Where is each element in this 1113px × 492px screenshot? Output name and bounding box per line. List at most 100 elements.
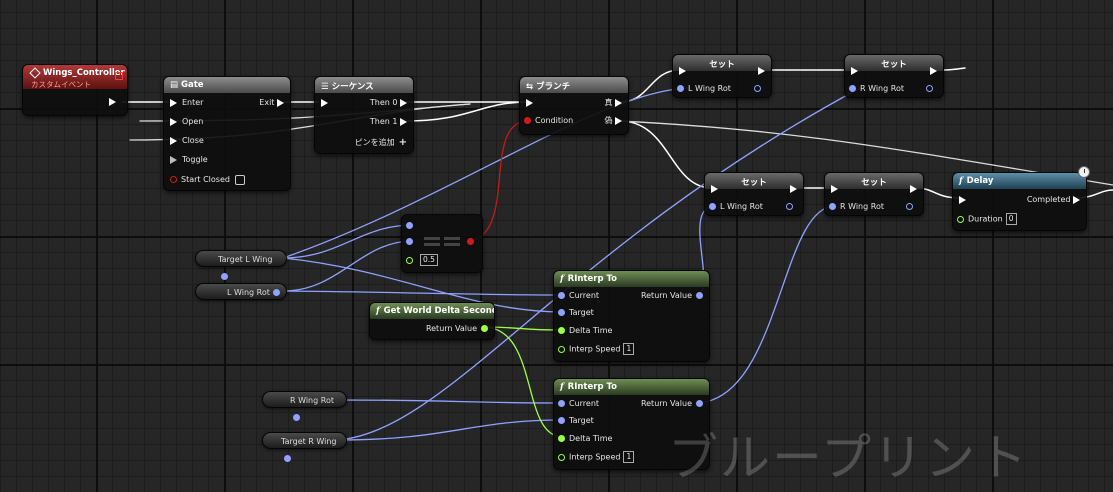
gate-toggle-label: Toggle — [182, 155, 208, 164]
return-value-pin[interactable]: Return Value — [641, 290, 703, 302]
sequence-header: ☰ シーケンス — [315, 77, 413, 93]
set-out-pin[interactable] — [902, 201, 917, 213]
gate-close-label: Close — [182, 136, 204, 145]
delta-time-pin[interactable]: Delta Time — [558, 433, 612, 445]
sequence-then0-pin[interactable]: Then 0 — [370, 97, 407, 109]
current-label: Current — [569, 399, 600, 408]
branch-false-pin[interactable]: 偽 — [604, 115, 622, 127]
set-var-pin[interactable]: R Wing Rot — [849, 83, 904, 95]
float-wire — [482, 326, 564, 438]
exec-wire — [619, 69, 681, 103]
l-wing-rot-getter[interactable]: L Wing Rot — [195, 283, 287, 300]
branch-condition-pin[interactable]: Condition — [524, 115, 573, 127]
tolerance-input[interactable]: 0.5 — [420, 254, 438, 266]
interp-speed-input[interactable]: 1 — [623, 343, 635, 355]
gate-header: ▤ Gate — [164, 77, 290, 93]
set-header: セット — [705, 173, 803, 189]
target-label: Target — [569, 416, 594, 425]
set-var-pin[interactable]: R Wing Rot — [829, 201, 884, 213]
set-exec-in[interactable] — [679, 65, 691, 77]
interp-speed-input[interactable]: 1 — [623, 451, 635, 463]
branch-header: ⇆ ブランチ — [520, 77, 628, 93]
struct-wire — [337, 87, 861, 441]
duration-input[interactable]: 0 — [1005, 213, 1017, 225]
set-r-wing-rot-node-1[interactable]: セット R Wing Rot — [844, 54, 944, 98]
gate-start-closed-label: Start Closed — [181, 175, 230, 184]
set-l-wing-rot-node-1[interactable]: セット L Wing Rot — [672, 54, 772, 98]
target-pin[interactable]: Target — [558, 415, 594, 427]
delta-time-pin[interactable]: Delta Time — [558, 325, 612, 337]
set-var-pin[interactable]: L Wing Rot — [709, 201, 763, 213]
compare-b-pin[interactable] — [406, 236, 417, 248]
gate-enter-pin[interactable]: Enter — [170, 97, 203, 109]
compare-a-pin[interactable] — [406, 220, 417, 232]
sequence-exec-in[interactable] — [321, 97, 333, 109]
set-exec-out[interactable] — [930, 65, 937, 77]
event-diamond-icon — [29, 66, 41, 79]
set-var-label: R Wing Rot — [860, 84, 904, 93]
function-icon: f — [376, 306, 380, 316]
set-out-pin[interactable] — [922, 83, 937, 95]
set-r-wing-rot-node-2[interactable]: セット R Wing Rot — [824, 172, 924, 216]
start-closed-checkbox[interactable] — [234, 174, 245, 185]
branch-exec-in[interactable] — [526, 97, 538, 109]
compare-result-pin[interactable] — [463, 236, 478, 248]
add-pin-button[interactable]: ピンを追加+ — [355, 137, 407, 149]
sequence-node[interactable]: ☰ シーケンス Then 0 Then 1 ピンを追加+ — [314, 76, 414, 154]
delay-exec-in[interactable] — [959, 194, 971, 206]
branch-node[interactable]: ⇆ ブランチ 真 Condition 偽 — [519, 76, 629, 135]
set-exec-in[interactable] — [711, 183, 723, 195]
target-l-wing-getter[interactable]: Target L Wing — [195, 250, 287, 280]
gate-close-pin[interactable]: Close — [170, 135, 204, 147]
struct-wire — [337, 399, 564, 404]
current-pin[interactable]: Current — [558, 398, 599, 410]
gate-open-label: Open — [182, 117, 204, 126]
gate-open-pin[interactable]: Open — [170, 116, 203, 128]
delay-completed-pin[interactable]: Completed — [1027, 194, 1080, 206]
event-exec-out[interactable] — [109, 96, 121, 108]
gate-exit-label: Exit — [259, 98, 275, 107]
gate-enter-label: Enter — [182, 98, 204, 107]
set-out-pin[interactable] — [750, 83, 765, 95]
set-exec-in[interactable] — [831, 183, 843, 195]
duration-label: Duration — [968, 214, 1003, 224]
set-l-wing-rot-node-2[interactable]: セット L Wing Rot — [704, 172, 804, 216]
delta-return-pin[interactable]: Return Value — [426, 323, 488, 335]
sequence-then1-pin[interactable]: Then 1 — [370, 116, 407, 128]
gate-icon: ▤ — [170, 80, 181, 90]
event-delegate-pin[interactable] — [115, 72, 123, 80]
compare-tolerance-pin[interactable]: 0.5 — [406, 254, 438, 266]
set-out-pin[interactable] — [782, 201, 797, 213]
target-r-wing-getter[interactable]: Target R Wing — [262, 432, 347, 462]
set-exec-out[interactable] — [758, 65, 765, 77]
set-exec-out[interactable] — [790, 183, 797, 195]
set-exec-in[interactable] — [851, 65, 863, 77]
branch-true-pin[interactable]: 真 — [604, 97, 622, 109]
custom-event-node[interactable]: Wings_Controller カスタムイベント — [22, 64, 128, 116]
gate-start-closed-pin[interactable]: Start Closed — [170, 174, 245, 186]
function-icon: f — [560, 274, 564, 284]
r-wing-rot-getter[interactable]: R Wing Rot — [262, 391, 347, 421]
current-pin[interactable]: Current — [558, 290, 599, 302]
nearly-equal-rotator-node[interactable]: 0.5 — [401, 214, 483, 273]
gate-node[interactable]: ▤ Gate Enter Exit Open Close Toggle Star… — [163, 76, 291, 191]
return-label: Return Value — [425, 324, 477, 333]
struct-wire — [282, 240, 414, 292]
gate-toggle-pin[interactable]: Toggle — [170, 154, 208, 166]
target-pin[interactable]: Target — [558, 307, 594, 319]
set-exec-out[interactable] — [910, 183, 917, 195]
blueprint-watermark: ブループリント — [668, 429, 1029, 487]
gate-exit-pin[interactable]: Exit — [259, 97, 284, 109]
return-value-pin[interactable]: Return Value — [641, 398, 703, 410]
set-var-pin[interactable]: L Wing Rot — [677, 83, 731, 95]
